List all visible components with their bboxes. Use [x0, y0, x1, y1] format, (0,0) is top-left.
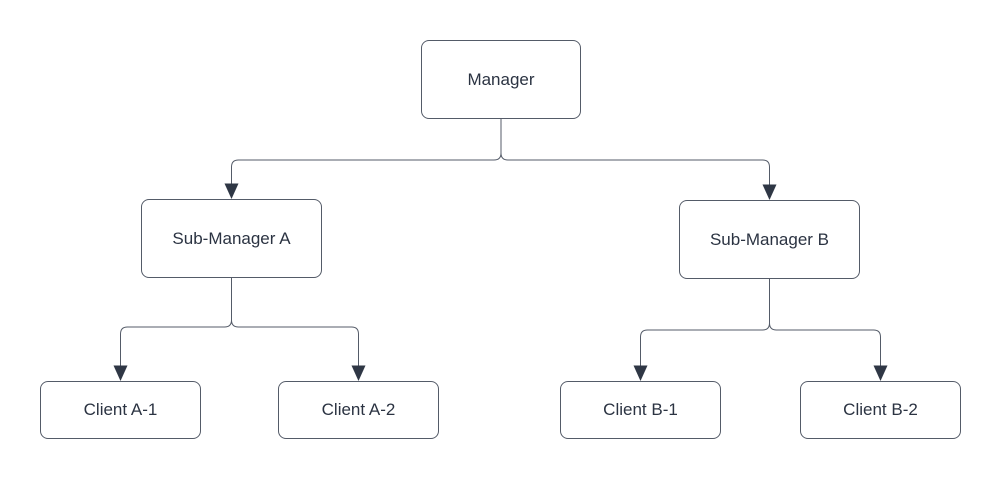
arrowhead-icon	[113, 365, 128, 381]
connector-line	[231, 119, 502, 184]
node-sub-manager-a[interactable]: Sub-Manager A	[141, 199, 322, 278]
node-client-b1[interactable]: Client B-1	[560, 381, 721, 439]
node-client-a1[interactable]: Client A-1	[40, 381, 201, 439]
arrowhead-icon	[762, 184, 777, 200]
node-client-a2[interactable]: Client A-2	[278, 381, 439, 439]
connector-manager-to-sub-manager-a	[224, 119, 502, 199]
connector-sub-manager-b-to-client-b1	[633, 279, 770, 381]
node-label: Client A-2	[321, 400, 396, 419]
arrowhead-icon	[873, 365, 888, 381]
connector-line	[640, 279, 770, 366]
node-sub-manager-b[interactable]: Sub-Manager B	[679, 200, 860, 279]
connector-sub-manager-a-to-client-a1	[113, 278, 232, 381]
node-manager[interactable]: Manager	[421, 40, 581, 119]
node-label: Client B-2	[843, 400, 918, 419]
connector-line	[500, 119, 770, 185]
node-label: Client A-1	[83, 400, 158, 419]
node-label: Sub-Manager A	[172, 228, 291, 248]
node-label: Client B-1	[603, 400, 678, 419]
connector-line	[231, 278, 359, 366]
connector-line	[769, 279, 881, 366]
connector-sub-manager-a-to-client-a2	[231, 278, 366, 381]
node-label: Manager	[467, 69, 535, 89]
connector-line	[120, 278, 232, 366]
node-client-b2[interactable]: Client B-2	[800, 381, 961, 439]
arrowhead-icon	[224, 183, 239, 199]
connector-sub-manager-b-to-client-b2	[769, 279, 888, 381]
connector-manager-to-sub-manager-b	[500, 119, 777, 200]
arrowhead-icon	[351, 365, 366, 381]
arrowhead-icon	[633, 365, 648, 381]
node-label: Sub-Manager B	[709, 229, 830, 249]
